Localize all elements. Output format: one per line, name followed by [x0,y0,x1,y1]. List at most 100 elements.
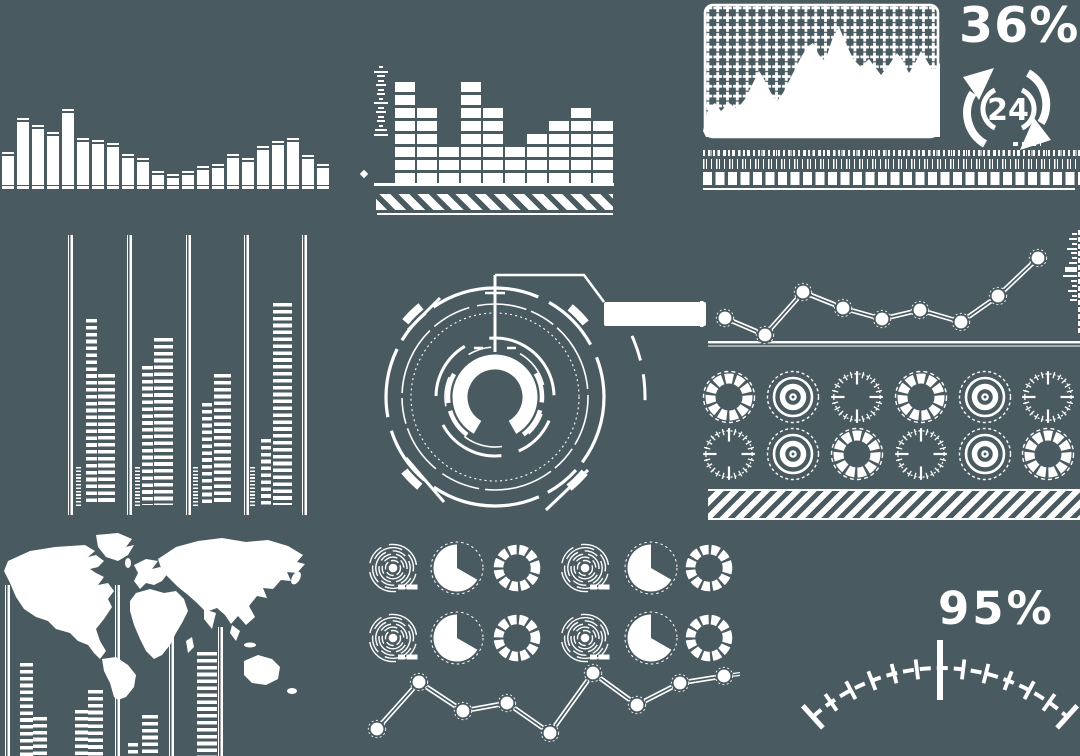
data-point [954,315,968,329]
rail [115,585,120,756]
equalizer-block [549,133,569,144]
point-ring [951,312,971,332]
striped-bar [142,366,153,505]
equalizer-block [461,146,481,157]
dial-tick [742,467,748,473]
spiral-tail [598,654,610,660]
dial-tick [875,401,883,405]
spiral-ring [384,629,402,647]
pie-outline [624,611,678,665]
ruler-tick [1071,279,1077,282]
equalizer-column [395,81,415,183]
equalizer-block-chart [395,79,613,183]
equalizer-block [395,172,415,183]
ruler-tick [1070,299,1077,302]
dial-tick [866,413,871,420]
bar [272,141,284,189]
inner-donut [452,354,538,440]
ruler-tick [1072,284,1077,287]
cycle-24-icon: 24 [963,68,1051,150]
pie-outline [430,611,484,665]
bullseye-pinhole [791,452,795,456]
rail [169,600,174,756]
spiral-tail [598,584,610,590]
gauge-outline [894,370,948,424]
equalizer-block [417,172,437,183]
ruler-tick [378,88,384,91]
point-ring [1028,248,1048,268]
point-ring [540,723,560,743]
dotted-area-chart [703,3,940,139]
region-india [204,609,216,629]
dial-tick [742,435,748,441]
dial-tick [925,472,929,480]
point-ring [988,286,1008,306]
equalizer-block [461,120,481,131]
continent-europe [134,559,168,589]
spiral-ring [375,550,411,586]
point-ring [755,325,775,345]
baseline [708,341,1080,344]
island-new-zealand [287,688,297,694]
striped-bar [88,690,103,756]
gauge-outline [1021,427,1075,481]
gauge-tick [866,670,878,691]
bottom-line-chart [367,663,740,743]
dial-tick [1022,401,1030,405]
dial-tick [1034,413,1039,420]
gauge-tick [1022,680,1036,700]
point-ring [497,693,517,713]
dial-tick [1066,389,1074,393]
bar [182,171,194,189]
gauge-tick [1041,693,1057,712]
spiral-ring [576,629,594,647]
ruler-tick [1069,237,1077,240]
dial-tick [703,446,711,450]
striped-bar [197,652,217,756]
spiral-ring [378,553,408,583]
dial-tick [745,463,752,468]
spiral-core [388,563,398,573]
spiral-ring [378,623,408,653]
dial-tick [1052,415,1056,423]
pie-outline [624,541,678,595]
striped-bar [214,374,231,505]
bar [227,154,239,189]
vertical-microtext [135,467,140,507]
segment-ring [493,614,541,662]
dial-tick [895,446,903,450]
spiral-ring [375,620,411,656]
segmented-ring [705,373,753,421]
equalizer-block [505,159,525,170]
ruler-tick [1072,294,1077,297]
data-point [717,669,731,683]
continent-africa [130,589,188,659]
continent-asia [158,538,305,625]
dial-tick [925,428,929,436]
gauge-tick [823,693,839,712]
dial-tick [706,463,713,468]
bullseye-pinhole [791,395,795,399]
gauge-outline [766,370,820,424]
dial-tick [1034,374,1039,381]
bar [152,171,164,189]
gauge-tick [913,659,920,680]
data-point [991,289,1005,303]
island-uk [125,558,131,568]
data-point [673,676,687,690]
baseline-thin [708,345,1080,347]
bullseye-mid [779,383,807,411]
equalizer-column [593,120,613,183]
dial-tick [834,383,841,388]
rail [186,235,191,515]
bar [62,109,74,189]
equalizer-block [571,172,591,183]
spiral-tail [590,654,597,660]
point-ring [367,719,387,739]
spiral-tail [406,654,418,660]
ring-4 [444,346,546,448]
dial-tick [721,428,725,436]
striped-bar [20,663,33,756]
spiral-core [580,563,590,573]
dial-tick [913,428,917,436]
